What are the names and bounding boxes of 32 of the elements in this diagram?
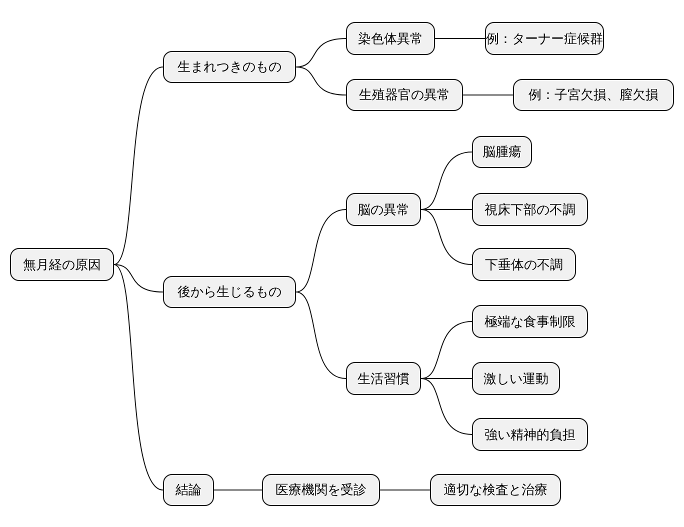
connector-line [420, 378, 472, 435]
topic-box: 後から生じるもの [163, 276, 296, 308]
topic-box: 極端な食事制限 [472, 305, 588, 338]
connector-line [296, 66, 346, 96]
connector-line [434, 38, 486, 39]
connector-line [420, 321, 472, 379]
topic-box: 強い精神的負担 [472, 418, 588, 451]
topic-box: 医療機関を受診 [262, 474, 380, 506]
connector-line [420, 209, 472, 210]
connector-line [114, 264, 164, 490]
connector-line [462, 94, 514, 96]
topic-box: 視床下部の不調 [472, 193, 588, 226]
connector-line [420, 152, 472, 210]
topic-box: 例：子宮欠損、膣欠損 [513, 79, 674, 111]
topic-box: 生殖器官の異常 [346, 79, 463, 111]
topic-box: 無月経の原因 [10, 248, 114, 281]
connector-line [296, 292, 346, 379]
topic-box: 脳腫瘍 [472, 136, 532, 168]
topic-box: 生まれつきのもの [163, 51, 296, 83]
connector-line [420, 378, 472, 379]
connector-line [296, 209, 346, 292]
topic-box: 結論 [163, 474, 214, 506]
connector-line [114, 66, 164, 265]
topic-box: 例：ターナー症候群 [485, 22, 604, 55]
connector-line [420, 209, 472, 265]
connector-line [114, 264, 164, 292]
topic-box: 激しい運動 [472, 362, 560, 395]
topic-box: 生活習慣 [346, 362, 421, 395]
topic-box: 下垂体の不調 [472, 248, 576, 281]
topic-box: 適切な検査と治療 [430, 474, 561, 506]
topic-box: 脳の異常 [346, 193, 421, 226]
topic-box: 染色体異常 [346, 22, 435, 55]
